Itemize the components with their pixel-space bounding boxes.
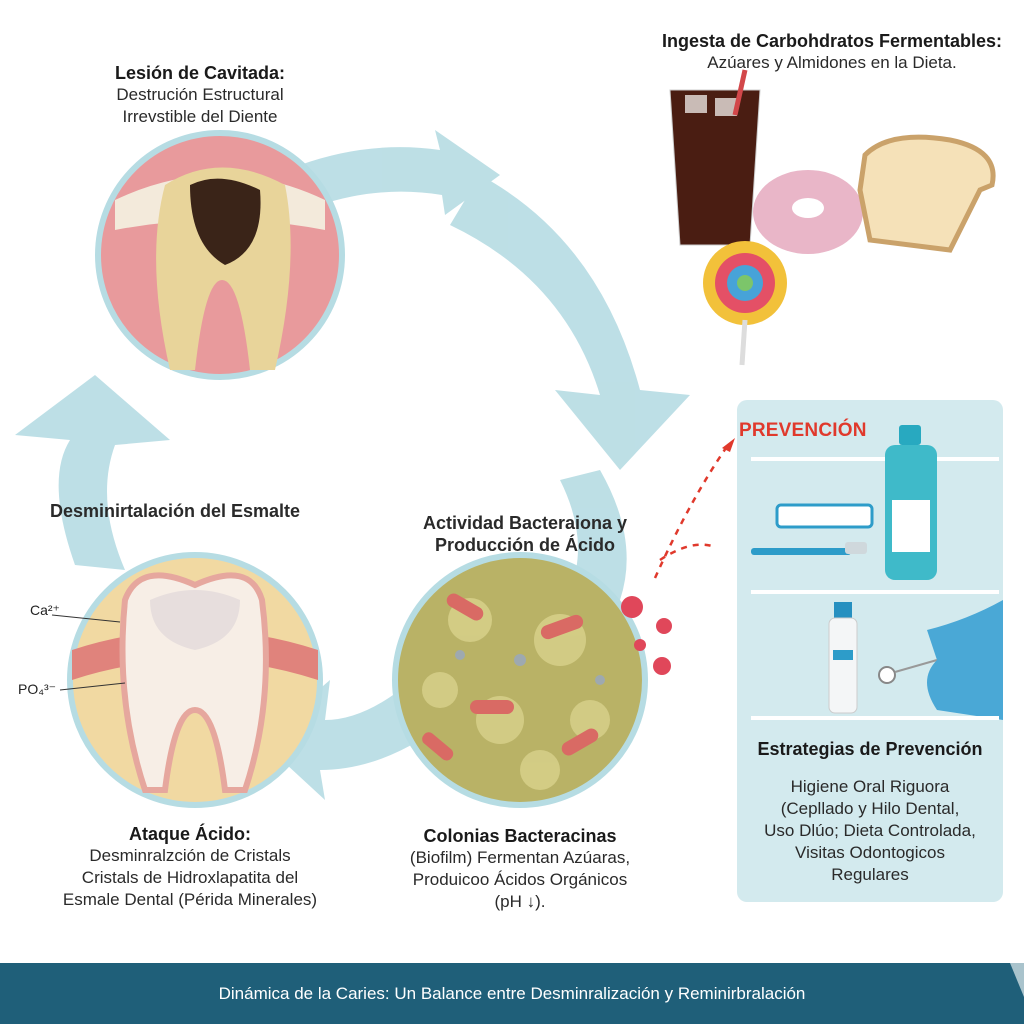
bacteria-caption: Actividad Bacteraiona y Producción de Ác… (380, 512, 670, 556)
prevention-strategies: Estrategias de Prevención Higiene Oral R… (737, 738, 1003, 886)
footer-corner-decoration (1010, 963, 1024, 997)
acid-attack-line: Esmale Dental (Périda Minerales) (62, 890, 318, 909)
oral-hygiene-products-illustration (751, 425, 1003, 720)
intake-caption: Ingesta de Carbohdratos Fermentables: Az… (640, 30, 1024, 74)
intake-subtitle: Azúares y Almidones en la Dieta. (707, 53, 957, 72)
prevention-line: Higiene Oral Riguora (790, 777, 950, 796)
bacteria-title-line: Producción de Ácido (434, 535, 616, 555)
enamel-tooth-illustration (51, 552, 323, 808)
cavity-tooth-illustration (95, 130, 345, 380)
bacteria-illustration (392, 552, 672, 808)
acid-attack-line: Cristals de Hidroxlapatita del (81, 868, 299, 887)
calcium-ion-label: Ca²⁺ (30, 602, 60, 618)
colonies-title: Colonias Bacteracinas (423, 826, 617, 846)
cavity-line: Destrución Estructural (116, 85, 284, 104)
colonies-line: (pH ↓). (494, 892, 546, 911)
prevention-line: (Cepllado y Hilo Dental, (780, 799, 960, 818)
cavity-title: Lesión de Cavitada: (114, 63, 286, 83)
prevention-arrows (653, 444, 730, 579)
divider (751, 716, 999, 720)
footer-banner: Dinámica de la Caries: Un Balance entre … (0, 963, 1024, 1024)
cavity-caption: Lesión de Cavitada: Destrución Estructur… (70, 62, 330, 128)
cavity-line: Irrevstible del Diente (122, 107, 278, 126)
colonies-line: (Biofilm) Fermentan Azúaras, (409, 848, 631, 867)
arrow-left (15, 375, 170, 570)
phosphate-ion-label: PO₄³⁻ (18, 681, 56, 697)
acid-attack-title: Ataque Ácido: (128, 824, 251, 844)
intake-title: Ingesta de Carbohdratos Fermentables: (661, 31, 1003, 51)
demineralization-label: Desminirtalación del Esmalte (49, 501, 301, 521)
prevention-line: Uso Dlúo; Dieta Controlada, (764, 821, 976, 840)
food-illustration (669, 69, 996, 366)
arrow-top (300, 130, 500, 215)
prevention-title: Estrategias de Prevención (757, 739, 983, 759)
colonies-line: Produicoo Ácidos Orgánicos (412, 870, 628, 889)
prevention-heading: PREVENCIÓN (739, 420, 867, 441)
arrow-right (450, 175, 690, 470)
colonies-caption: Colonias Bacteracinas (Biofilm) Fermenta… (375, 825, 665, 913)
acid-attack-line: Desminralzción de Cristals (89, 846, 291, 865)
prevention-line: Regulares (831, 865, 909, 884)
prevention-line: Visitas Odontogicos (795, 843, 945, 862)
prevention-panel: PREVENCIÓN Estrategias de Prevención Hig… (737, 400, 1003, 902)
acid-attack-caption: Ataque Ácido: Desminralzción de Cristals… (30, 823, 350, 911)
divider (751, 457, 999, 461)
bacteria-title-line: Actividad Bacteraiona y (422, 513, 628, 533)
